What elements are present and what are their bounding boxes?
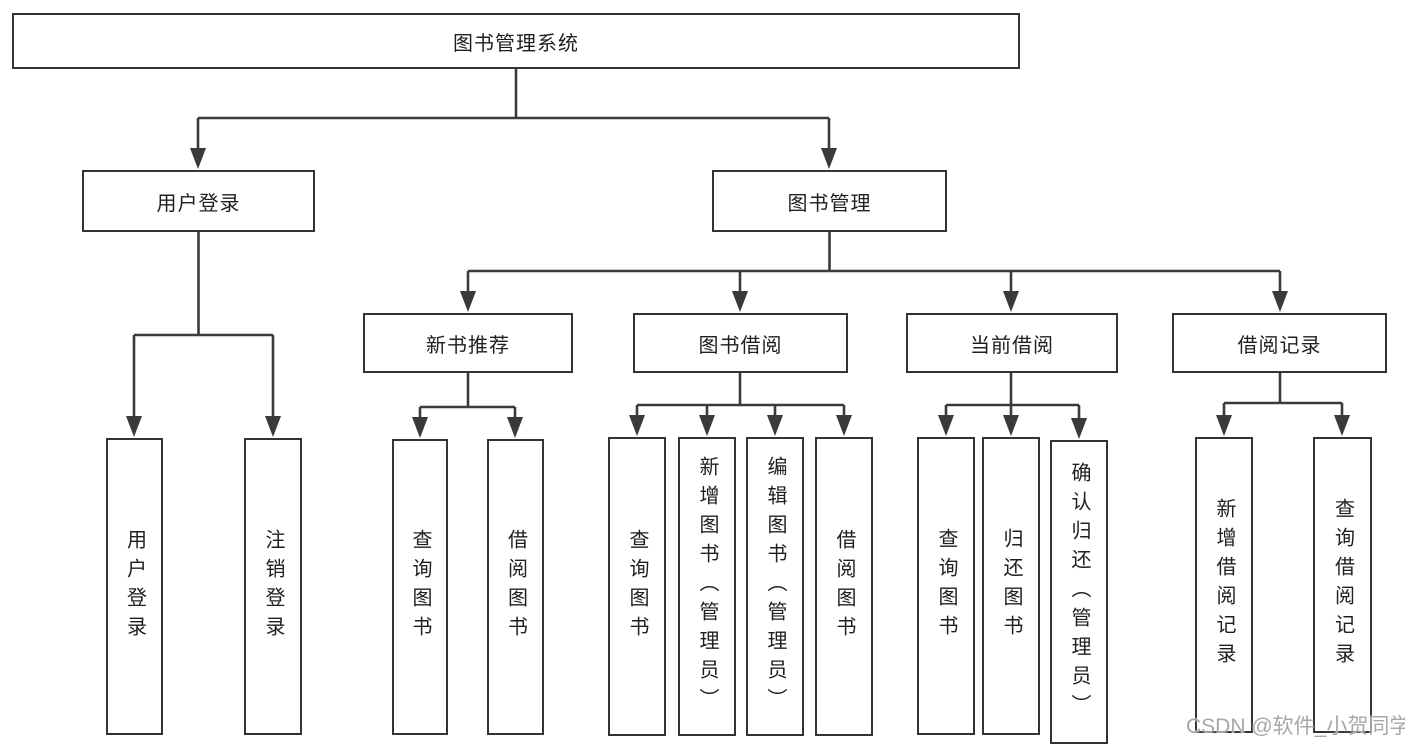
csdn-watermark: CSDN @软件_小贺同学 [1186,715,1405,738]
leaf-borrow-books: 借阅图书 [815,437,873,736]
node-user-login: 用户登录 [82,170,315,232]
node-current-borrowing: 当前借阅 [906,313,1118,373]
leaf-user-login: 用户登录 [106,438,163,735]
node-book-management: 图书管理 [712,170,947,232]
leaf-confirm-return-admin: 确认归还（管理员） [1050,440,1108,744]
leaf-return-books: 归还图书 [982,437,1040,735]
leaf-query-borrow-record: 查询借阅记录 [1313,437,1372,733]
leaf-edit-books-admin: 编辑图书（管理员） [746,437,804,736]
node-new-book-recommendation: 新书推荐 [363,313,573,373]
node-library-management-system: 图书管理系统 [12,13,1020,69]
node-borrowing-records: 借阅记录 [1172,313,1387,373]
leaf-add-books-admin: 新增图书（管理员） [678,437,736,736]
leaf-borrow-books-recommend: 借阅图书 [487,439,544,735]
node-book-borrowing: 图书借阅 [633,313,848,373]
leaf-logout: 注销登录 [244,438,302,735]
leaf-add-borrow-record: 新增借阅记录 [1195,437,1253,733]
leaf-query-books-current: 查询图书 [917,437,975,735]
leaf-query-books-recommend: 查询图书 [392,439,448,735]
leaf-query-books-borrow: 查询图书 [608,437,666,736]
